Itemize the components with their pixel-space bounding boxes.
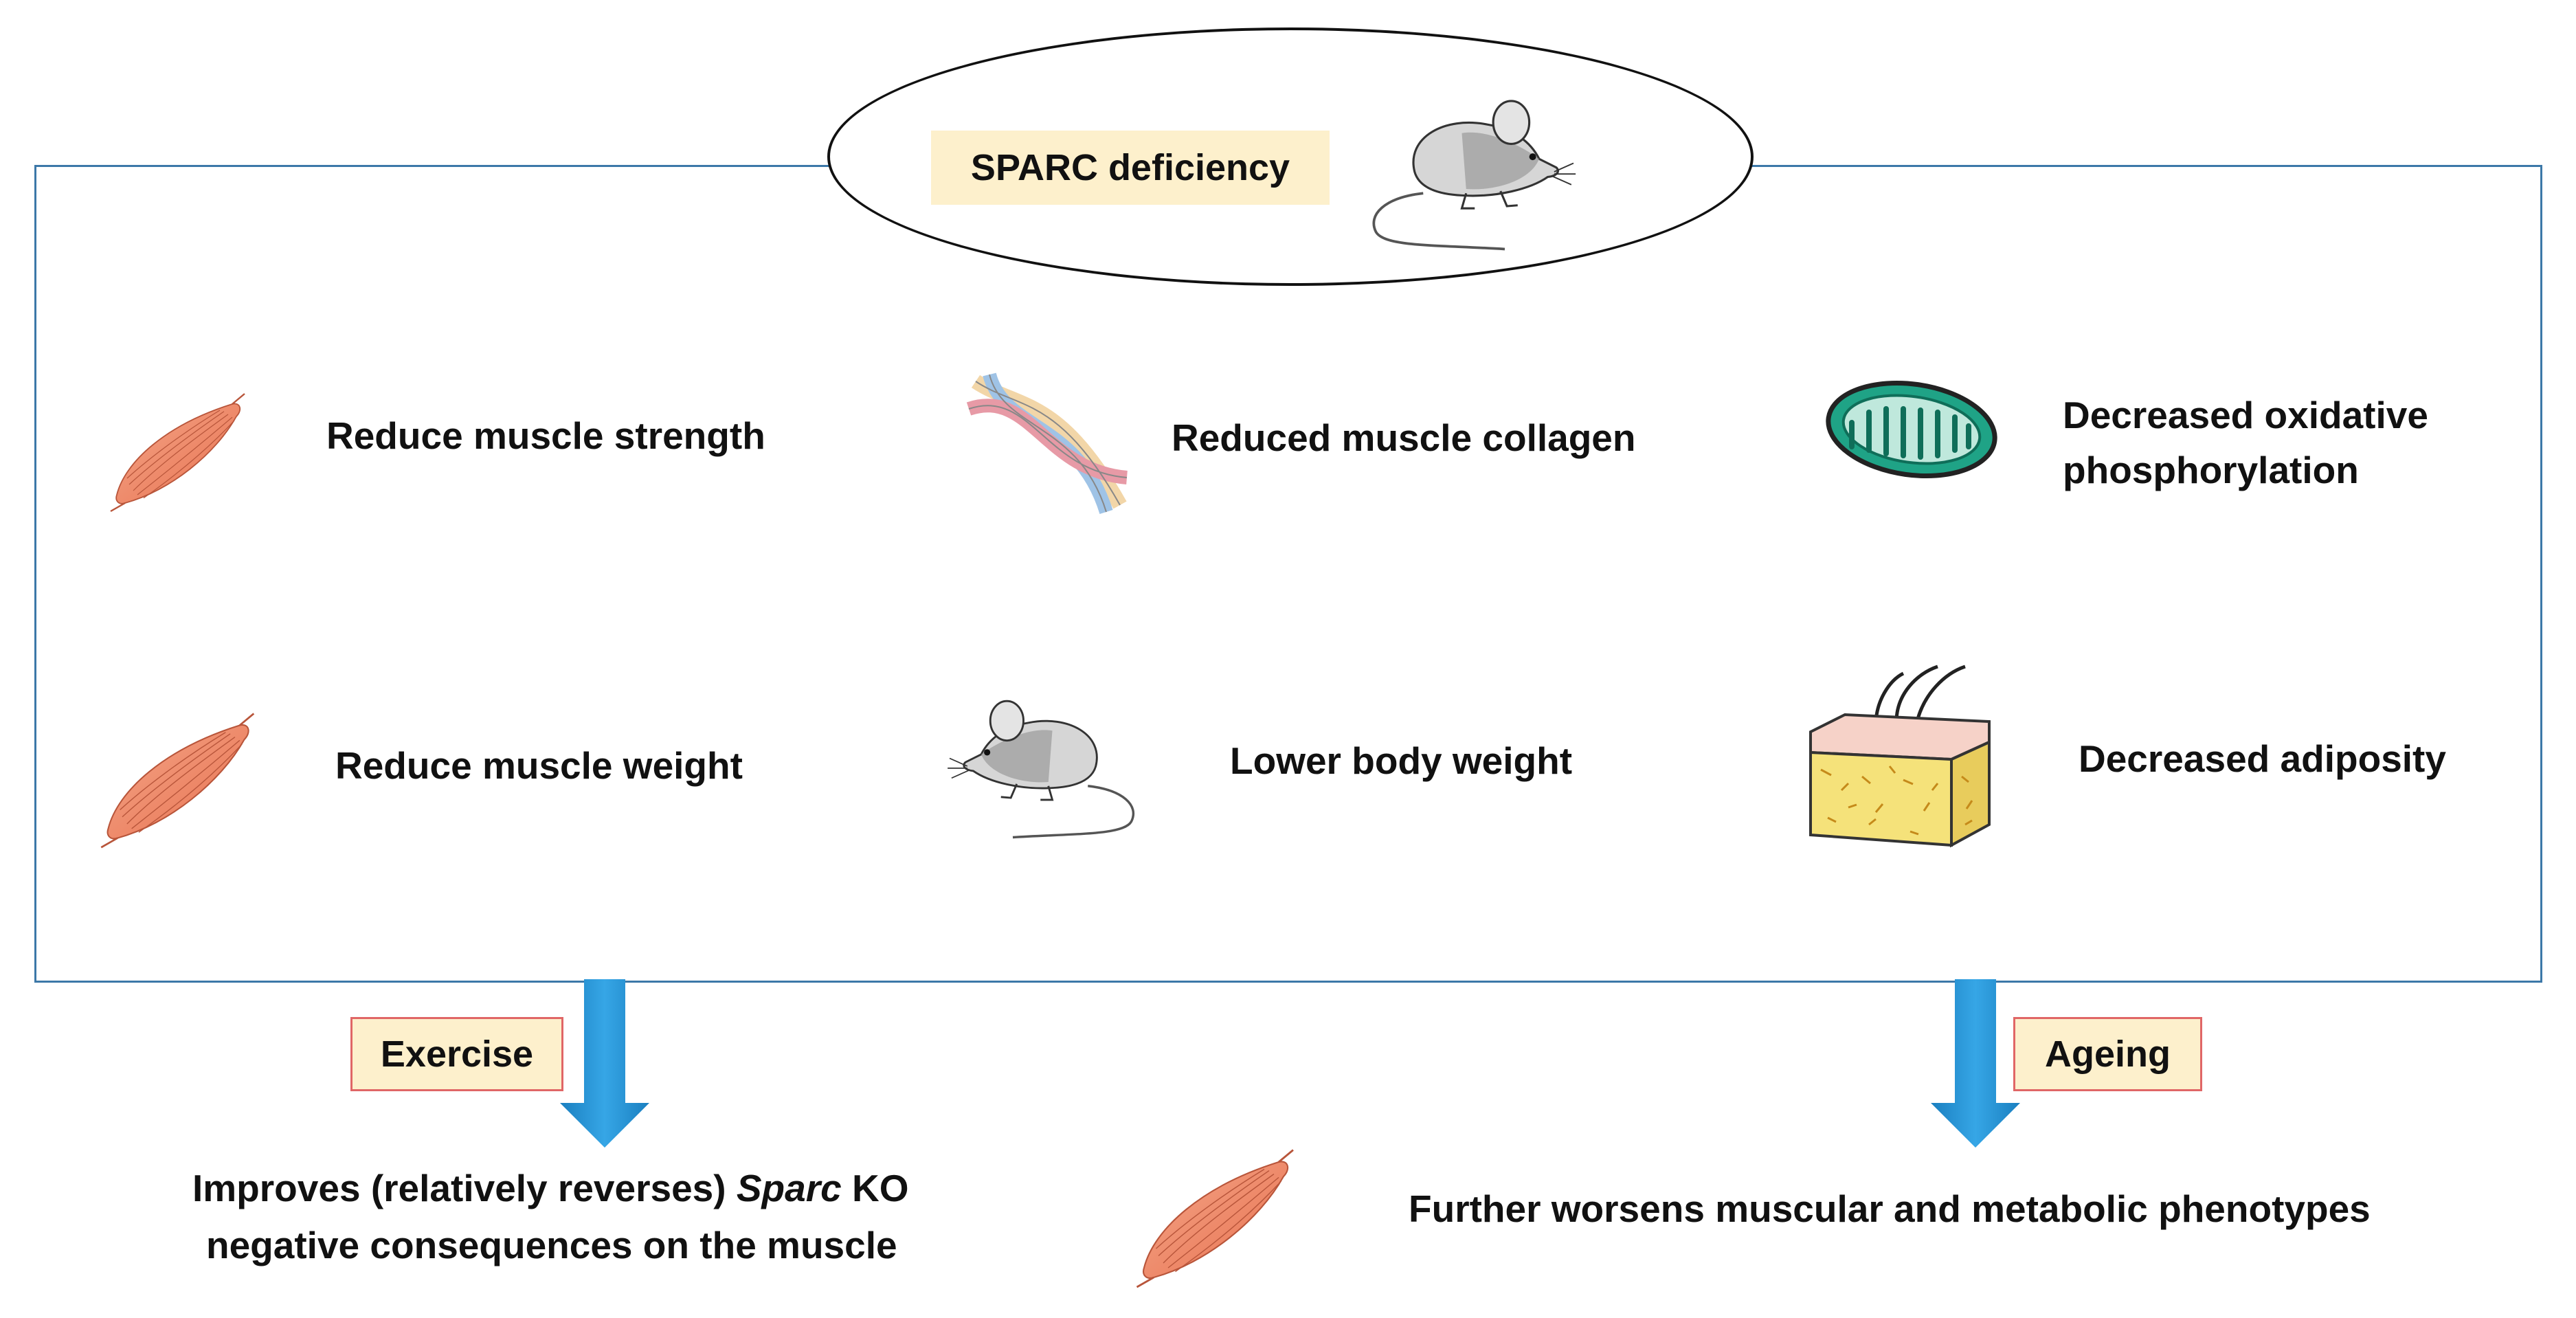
exercise-result-line1: Improves (relatively reverses) Sparc KO (192, 1161, 909, 1216)
exercise-tag: Exercise (350, 1017, 563, 1091)
oxphos-label-line1: Decreased oxidative (2063, 394, 2428, 436)
muscle-icon (1136, 1149, 1295, 1288)
adiposity-label: Decreased adiposity (2079, 737, 2446, 780)
mouse-icon (1372, 100, 1577, 251)
ageing-result: Further worsens muscular and metabolic p… (1409, 1187, 2371, 1230)
sparc-deficiency-title: SPARC deficiency (931, 131, 1330, 205)
mitochondrion-icon (1826, 380, 1997, 479)
exercise-result-post: KO (841, 1167, 909, 1209)
body-weight-label: Lower body weight (1230, 739, 1573, 782)
exercise-result-line2: negative consequences on the muscle (206, 1224, 897, 1266)
mouse-icon (946, 700, 1135, 839)
adipose-tissue-icon (1809, 664, 1991, 848)
muscle-collagen-label: Reduced muscle collagen (1172, 416, 1636, 459)
muscle-weight-label: Reduce muscle weight (335, 744, 743, 787)
ageing-arrow (1931, 979, 2020, 1148)
effects-frame (34, 165, 2542, 983)
muscle-icon (100, 713, 255, 849)
muscle-icon (109, 392, 246, 513)
exercise-result-pre: Improves (relatively reverses) (192, 1167, 737, 1209)
exercise-arrow (560, 979, 649, 1148)
oxphos-label-line2: phosphorylation (2063, 449, 2359, 491)
collagen-icon (966, 372, 1128, 514)
exercise-result-gene: Sparc (736, 1167, 842, 1209)
muscle-strength-label: Reduce muscle strength (326, 414, 765, 457)
ageing-tag: Ageing (2013, 1017, 2202, 1091)
